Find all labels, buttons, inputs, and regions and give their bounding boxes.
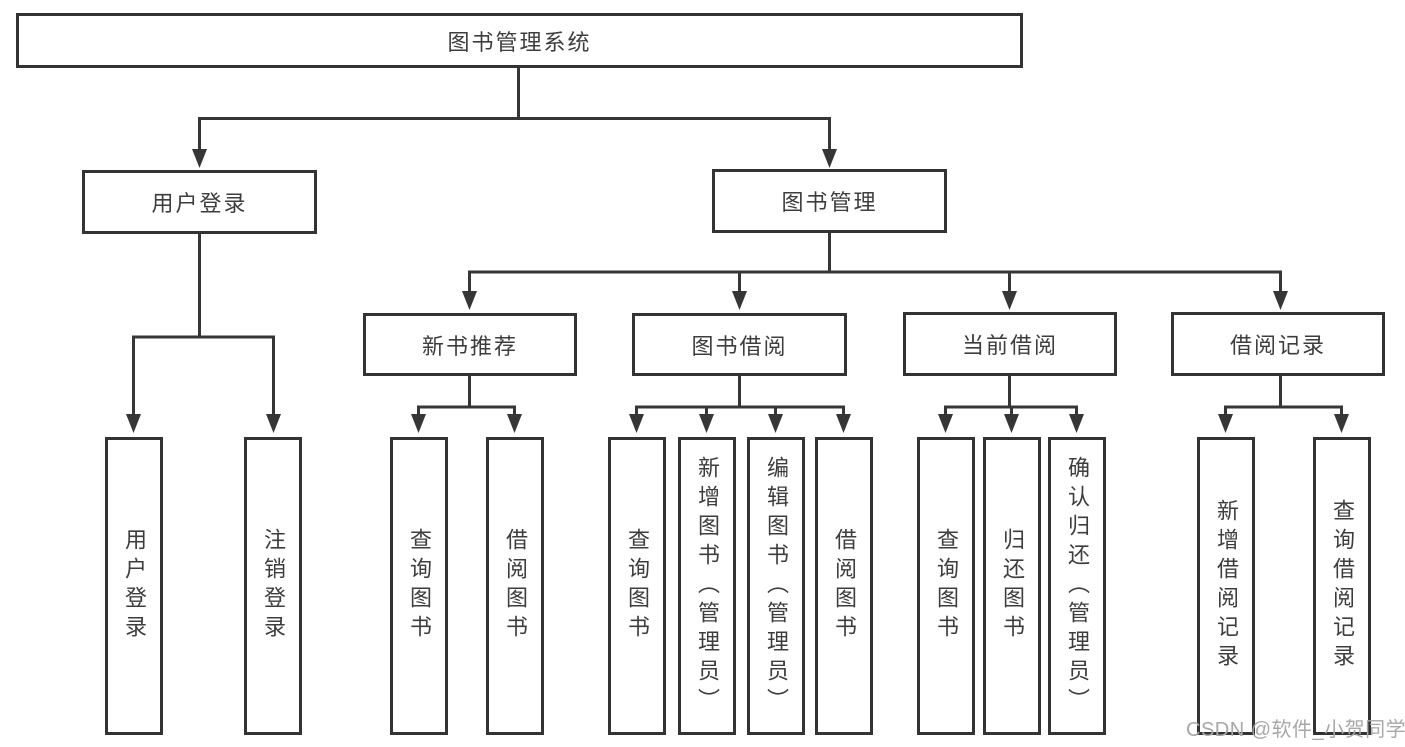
leaf-borrow-books-1: 借阅图书 xyxy=(486,437,544,735)
leaf-confirm-return-admin: 确认归还（管理员） xyxy=(1048,437,1106,735)
leaf-query-books-3: 查询图书 xyxy=(917,437,975,735)
leaf-add-books-admin: 新增图书（管理员） xyxy=(678,437,736,735)
node-root-library-system: 图书管理系统 xyxy=(16,13,1023,68)
leaf-query-books-1: 查询图书 xyxy=(390,437,448,735)
node-new-book-recommend: 新书推荐 xyxy=(363,313,577,376)
leaf-user-login: 用户登录 xyxy=(105,437,163,735)
connector-stems xyxy=(132,68,1343,416)
connector-arrowheads xyxy=(126,149,1349,433)
leaf-add-borrow-record: 新增借阅记录 xyxy=(1197,437,1255,735)
leaf-logout: 注销登录 xyxy=(244,437,302,735)
node-user-login: 用户登录 xyxy=(82,170,317,234)
node-book-management: 图书管理 xyxy=(712,169,947,233)
node-current-borrowing: 当前借阅 xyxy=(903,312,1117,376)
leaf-edit-books-admin: 编辑图书（管理员） xyxy=(747,437,805,735)
leaf-borrow-books-2: 借阅图书 xyxy=(815,437,873,735)
node-book-borrowing: 图书借阅 xyxy=(632,313,847,376)
leaf-query-borrow-record: 查询借阅记录 xyxy=(1313,437,1371,735)
csdn-watermark: CSDN @软件_小贺同学 xyxy=(1186,719,1405,741)
leaf-return-books: 归还图书 xyxy=(983,437,1041,735)
node-borrow-records: 借阅记录 xyxy=(1171,312,1385,376)
leaf-query-books-2: 查询图书 xyxy=(608,437,666,735)
